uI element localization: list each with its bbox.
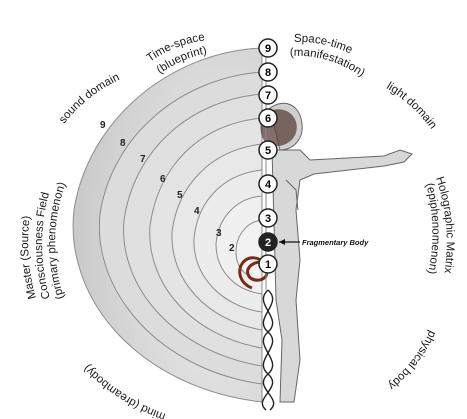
layer-label-5: 5 xyxy=(177,190,183,201)
fragmentary-body-label: Fragmentary Body xyxy=(302,238,369,247)
circle-marker-6: 6 xyxy=(259,109,277,127)
layer-label-7: 7 xyxy=(140,154,146,165)
layer-label-2: 2 xyxy=(229,243,235,254)
circle-marker-1: 1 xyxy=(259,255,277,273)
physical-body-label: physical body xyxy=(386,329,439,392)
layer-label-6: 6 xyxy=(160,174,166,185)
sound-domain-label: sound domain xyxy=(57,71,122,126)
mind-dreambody-label: mind (dreambody) xyxy=(81,362,167,419)
layer-label-4: 4 xyxy=(194,206,200,217)
svg-text:7: 7 xyxy=(265,90,271,102)
layer-shells xyxy=(73,48,262,402)
dna-helix xyxy=(262,290,273,410)
light-domain-label: light domain xyxy=(384,80,438,131)
circle-marker-4: 4 xyxy=(259,175,277,193)
svg-text:4: 4 xyxy=(265,179,272,191)
svg-text:6: 6 xyxy=(265,113,271,125)
layer-label-9: 9 xyxy=(100,120,106,131)
svg-text:5: 5 xyxy=(265,145,271,157)
circle-marker-5: 5 xyxy=(259,141,277,159)
layer-label-8: 8 xyxy=(120,138,126,149)
svg-text:8: 8 xyxy=(265,67,271,79)
svg-text:2: 2 xyxy=(265,237,271,249)
circled-layer-markers: 9 8 7 6 5 4 3 2 1 xyxy=(259,39,277,273)
circle-marker-3: 3 xyxy=(259,209,277,227)
svg-text:9: 9 xyxy=(265,43,271,55)
circle-marker-9: 9 xyxy=(259,39,277,57)
human-figure xyxy=(270,103,412,402)
layer-label-3: 3 xyxy=(216,228,222,239)
svg-text:3: 3 xyxy=(265,213,271,225)
circle-marker-8: 8 xyxy=(259,63,277,81)
circle-marker-7: 7 xyxy=(259,86,277,104)
manifestation-label: (manifestation) xyxy=(290,47,368,80)
circle-marker-2: 2 xyxy=(259,233,277,251)
svg-text:1: 1 xyxy=(265,259,271,271)
